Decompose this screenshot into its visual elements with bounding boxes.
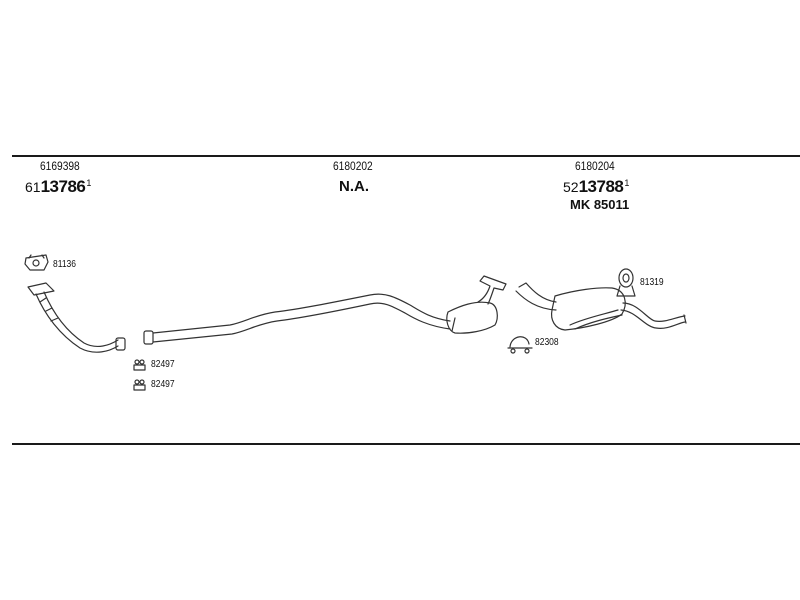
right-ref-code: 6180204: [575, 159, 615, 173]
middle-ref-code: 6180202: [333, 159, 373, 173]
right-mk-code: MK 85011: [570, 197, 630, 212]
middle-silencer-icon: [446, 275, 507, 334]
hanger-icon: [616, 268, 636, 297]
top-divider: [12, 155, 800, 157]
left-part-main: 13786: [40, 177, 86, 196]
right-part-prefix: 52: [563, 179, 579, 195]
middle-status: N.A.: [339, 178, 369, 195]
clamp-icon-b: [133, 379, 146, 391]
label-hanger: 81319: [640, 277, 664, 288]
left-part-prefix: 61: [25, 179, 41, 195]
label-clamp-a: 82497: [151, 359, 175, 370]
right-part-sup: 1: [624, 178, 630, 188]
label-gasket: 81136: [53, 259, 77, 270]
middle-pipe-icon: [143, 293, 451, 345]
left-part-number: 61137861: [25, 178, 91, 196]
label-clamp-mid: 82308: [535, 337, 559, 348]
right-part-number: 52137881: [563, 178, 629, 196]
left-ref-code: 6169398: [40, 159, 80, 173]
front-pipe-icon: [27, 282, 126, 353]
clamp-icon-a: [133, 359, 146, 371]
left-part-sup: 1: [86, 178, 92, 188]
label-clamp-b: 82497: [151, 379, 175, 390]
gasket-icon: [24, 254, 49, 271]
bottom-divider: [12, 443, 800, 445]
center-clamp-icon: [507, 336, 533, 354]
rear-silencer-icon: [515, 282, 687, 331]
right-part-main: 13788: [578, 177, 624, 196]
